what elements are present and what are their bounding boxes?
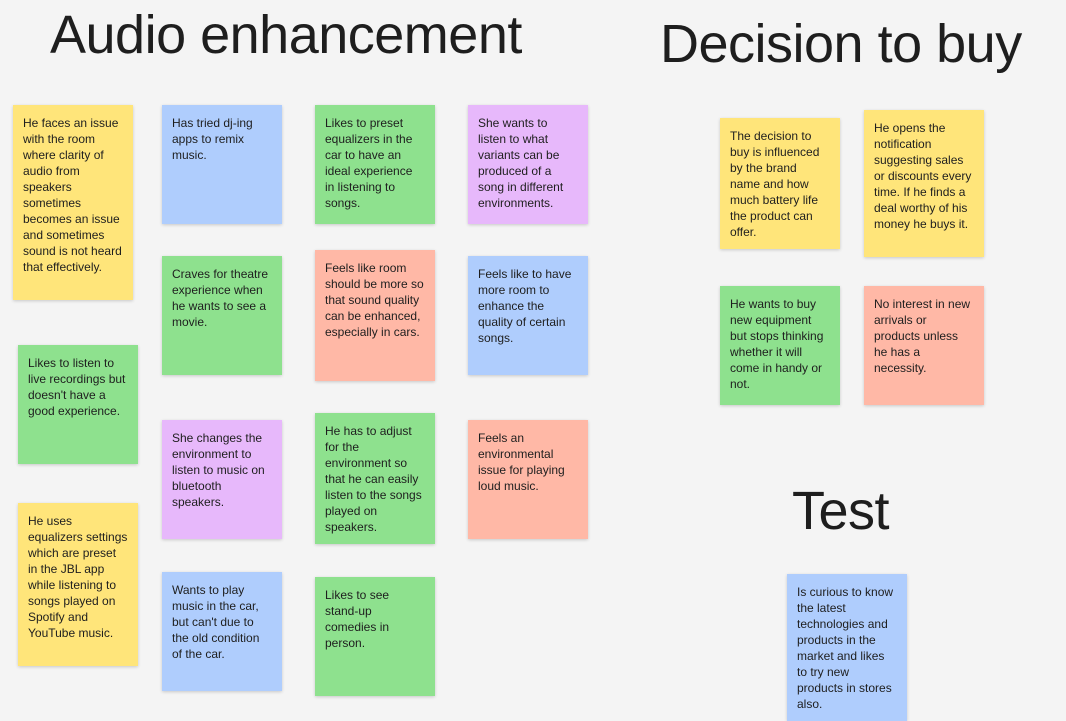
sticky-note-text: Likes to see stand-up comedies in person… <box>325 588 390 650</box>
sticky-note-decision-4[interactable]: No interest in new arrivals or products … <box>864 286 984 405</box>
sticky-note-audio-5[interactable]: Craves for theatre experience when he wa… <box>162 256 282 375</box>
section-title-audio-enhancement: Audio enhancement <box>50 5 522 65</box>
sticky-note-text: He faces an issue with the room where cl… <box>23 116 122 274</box>
sticky-note-text: He opens the notification suggesting sal… <box>874 121 972 231</box>
sticky-note-audio-1[interactable]: He faces an issue with the room where cl… <box>13 105 133 300</box>
sticky-note-text: Feels like to have more room to enhance … <box>478 267 572 345</box>
sticky-note-text: Feels an environmental issue for playing… <box>478 431 565 493</box>
sticky-note-audio-8[interactable]: Likes to preset equalizers in the car to… <box>315 105 435 224</box>
section-title-test: Test <box>792 481 890 541</box>
sticky-note-audio-6[interactable]: She changes the environment to listen to… <box>162 420 282 539</box>
sticky-note-audio-3[interactable]: He uses equalizers settings which are pr… <box>18 503 138 666</box>
sticky-note-audio-14[interactable]: Feels an environmental issue for playing… <box>468 420 588 539</box>
sticky-note-text: No interest in new arrivals or products … <box>874 297 971 375</box>
sticky-note-text: The decision to buy is influenced by the… <box>730 129 820 239</box>
sticky-note-text: Likes to listen to live recordings but d… <box>28 356 126 418</box>
sticky-note-audio-9[interactable]: Feels like room should be more so that s… <box>315 250 435 381</box>
sticky-note-decision-3[interactable]: He wants to buy new equipment but stops … <box>720 286 840 405</box>
sticky-note-audio-4[interactable]: Has tried dj-ing apps to remix music. <box>162 105 282 224</box>
sticky-note-text: She wants to listen to what variants can… <box>478 116 564 210</box>
sticky-note-text: Feels like room should be more so that s… <box>325 261 424 339</box>
sticky-note-text: He uses equalizers settings which are pr… <box>28 514 128 640</box>
sticky-note-audio-2[interactable]: Likes to listen to live recordings but d… <box>18 345 138 464</box>
sticky-note-text: Is curious to know the latest technologi… <box>797 585 894 711</box>
sticky-note-text: She changes the environment to listen to… <box>172 431 265 509</box>
sticky-note-text: Craves for theatre experience when he wa… <box>172 267 269 329</box>
sticky-note-decision-1[interactable]: The decision to buy is influenced by the… <box>720 118 840 249</box>
sticky-note-audio-10[interactable]: He has to adjust for the environment so … <box>315 413 435 544</box>
sticky-note-text: Likes to preset equalizers in the car to… <box>325 116 413 210</box>
sticky-note-text: Has tried dj-ing apps to remix music. <box>172 116 253 162</box>
sticky-note-test-1[interactable]: Is curious to know the latest technologi… <box>787 574 907 721</box>
sticky-note-decision-2[interactable]: He opens the notification suggesting sal… <box>864 110 984 257</box>
sticky-note-text: He has to adjust for the environment so … <box>325 424 422 534</box>
sticky-note-text: He wants to buy new equipment but stops … <box>730 297 824 391</box>
sticky-note-audio-12[interactable]: She wants to listen to what variants can… <box>468 105 588 224</box>
section-title-decision-to-buy: Decision to buy <box>660 14 1022 74</box>
sticky-note-audio-7[interactable]: Wants to play music in the car, but can'… <box>162 572 282 691</box>
sticky-note-audio-13[interactable]: Feels like to have more room to enhance … <box>468 256 588 375</box>
sticky-note-text: Wants to play music in the car, but can'… <box>172 583 260 661</box>
sticky-note-audio-11[interactable]: Likes to see stand-up comedies in person… <box>315 577 435 696</box>
